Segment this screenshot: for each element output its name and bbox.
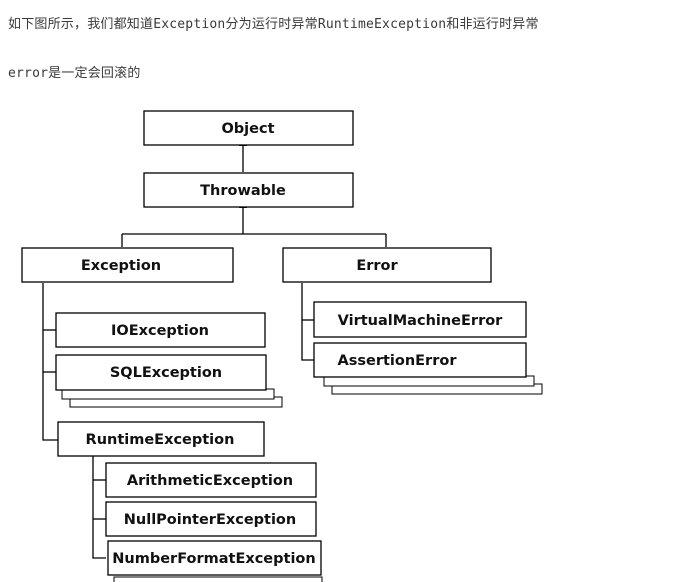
node-virtualmachineerror-label: VirtualMachineError <box>338 313 504 329</box>
connector-lines <box>42 139 387 559</box>
intro-text-line-2: error是一定会回滚的 <box>8 66 141 81</box>
node-numberformatexception-label: NumberFormatException <box>112 551 315 567</box>
intro-text-line-1: 如下图所示，我们都知道Exception分为运行时异常RuntimeExcept… <box>8 17 539 32</box>
node-assertionerror-label: AssertionError <box>338 353 458 369</box>
node-nullpointerexception: NullPointerException <box>105 501 317 537</box>
node-error-label: Error <box>356 258 398 274</box>
node-exception: Exception <box>21 247 234 283</box>
node-virtualmachineerror: VirtualMachineError <box>313 301 527 338</box>
node-object-label: Object <box>221 121 274 137</box>
node-assertionerror: AssertionError <box>313 342 527 378</box>
node-arithmeticexception: ArithmeticException <box>105 462 317 498</box>
node-sqlexception: SQLException <box>55 354 267 391</box>
node-nullpointerexception-label: NullPointerException <box>124 512 296 528</box>
node-numberformatexception: NumberFormatException <box>107 540 323 582</box>
node-exception-label: Exception <box>81 258 161 274</box>
node-throwable: Throwable <box>143 172 354 208</box>
node-throwable-label: Throwable <box>200 183 286 199</box>
node-error: Error <box>282 247 492 283</box>
node-runtimeexception: RuntimeException <box>57 421 265 457</box>
node-ioexception-label: IOException <box>111 323 209 339</box>
node-arithmeticexception-label: ArithmeticException <box>127 473 293 489</box>
stacked-shadow-boxes <box>61 375 543 408</box>
node-object: Object <box>143 110 354 146</box>
node-ioexception: IOException <box>55 312 266 348</box>
node-sqlexception-label: SQLException <box>110 365 222 381</box>
node-runtimeexception-label: RuntimeException <box>86 432 235 448</box>
